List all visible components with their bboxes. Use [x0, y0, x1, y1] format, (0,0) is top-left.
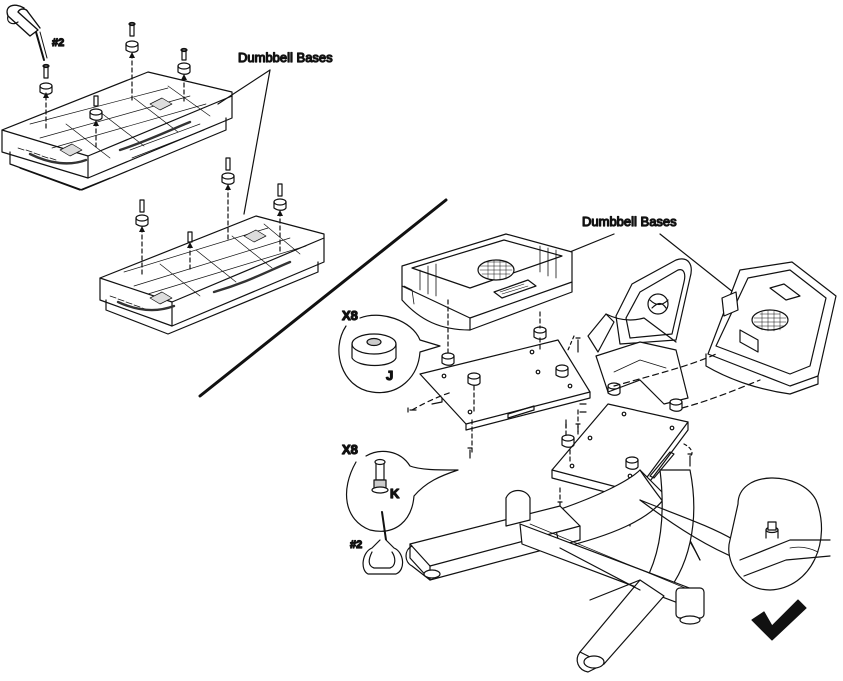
- seat-frame: [596, 342, 688, 411]
- detail-callout: [729, 478, 830, 590]
- dumbbell-base-side: [706, 262, 836, 394]
- label-dumbbell-bases-right: Dumbbell Bases: [582, 214, 677, 229]
- callout-k: [347, 451, 458, 531]
- callout-k-letter: K: [390, 486, 400, 501]
- tool-label-bottom: #2: [350, 539, 362, 551]
- tool-label-top: #2: [52, 37, 64, 49]
- dumbbell-base-middle: [100, 216, 324, 334]
- dumbbell-base-inverted: [402, 234, 572, 330]
- callout-j-letter: J: [386, 368, 393, 383]
- allen-wrench-icon: [7, 5, 47, 60]
- rack-frame: [406, 470, 704, 672]
- label-dumbbell-bases-top: Dumbbell Bases: [238, 50, 333, 65]
- callout-k-qty: X8: [342, 442, 358, 457]
- checkmark-icon: [752, 600, 806, 640]
- backrest-panel: [588, 259, 691, 352]
- dumbbell-base-top: [2, 72, 232, 190]
